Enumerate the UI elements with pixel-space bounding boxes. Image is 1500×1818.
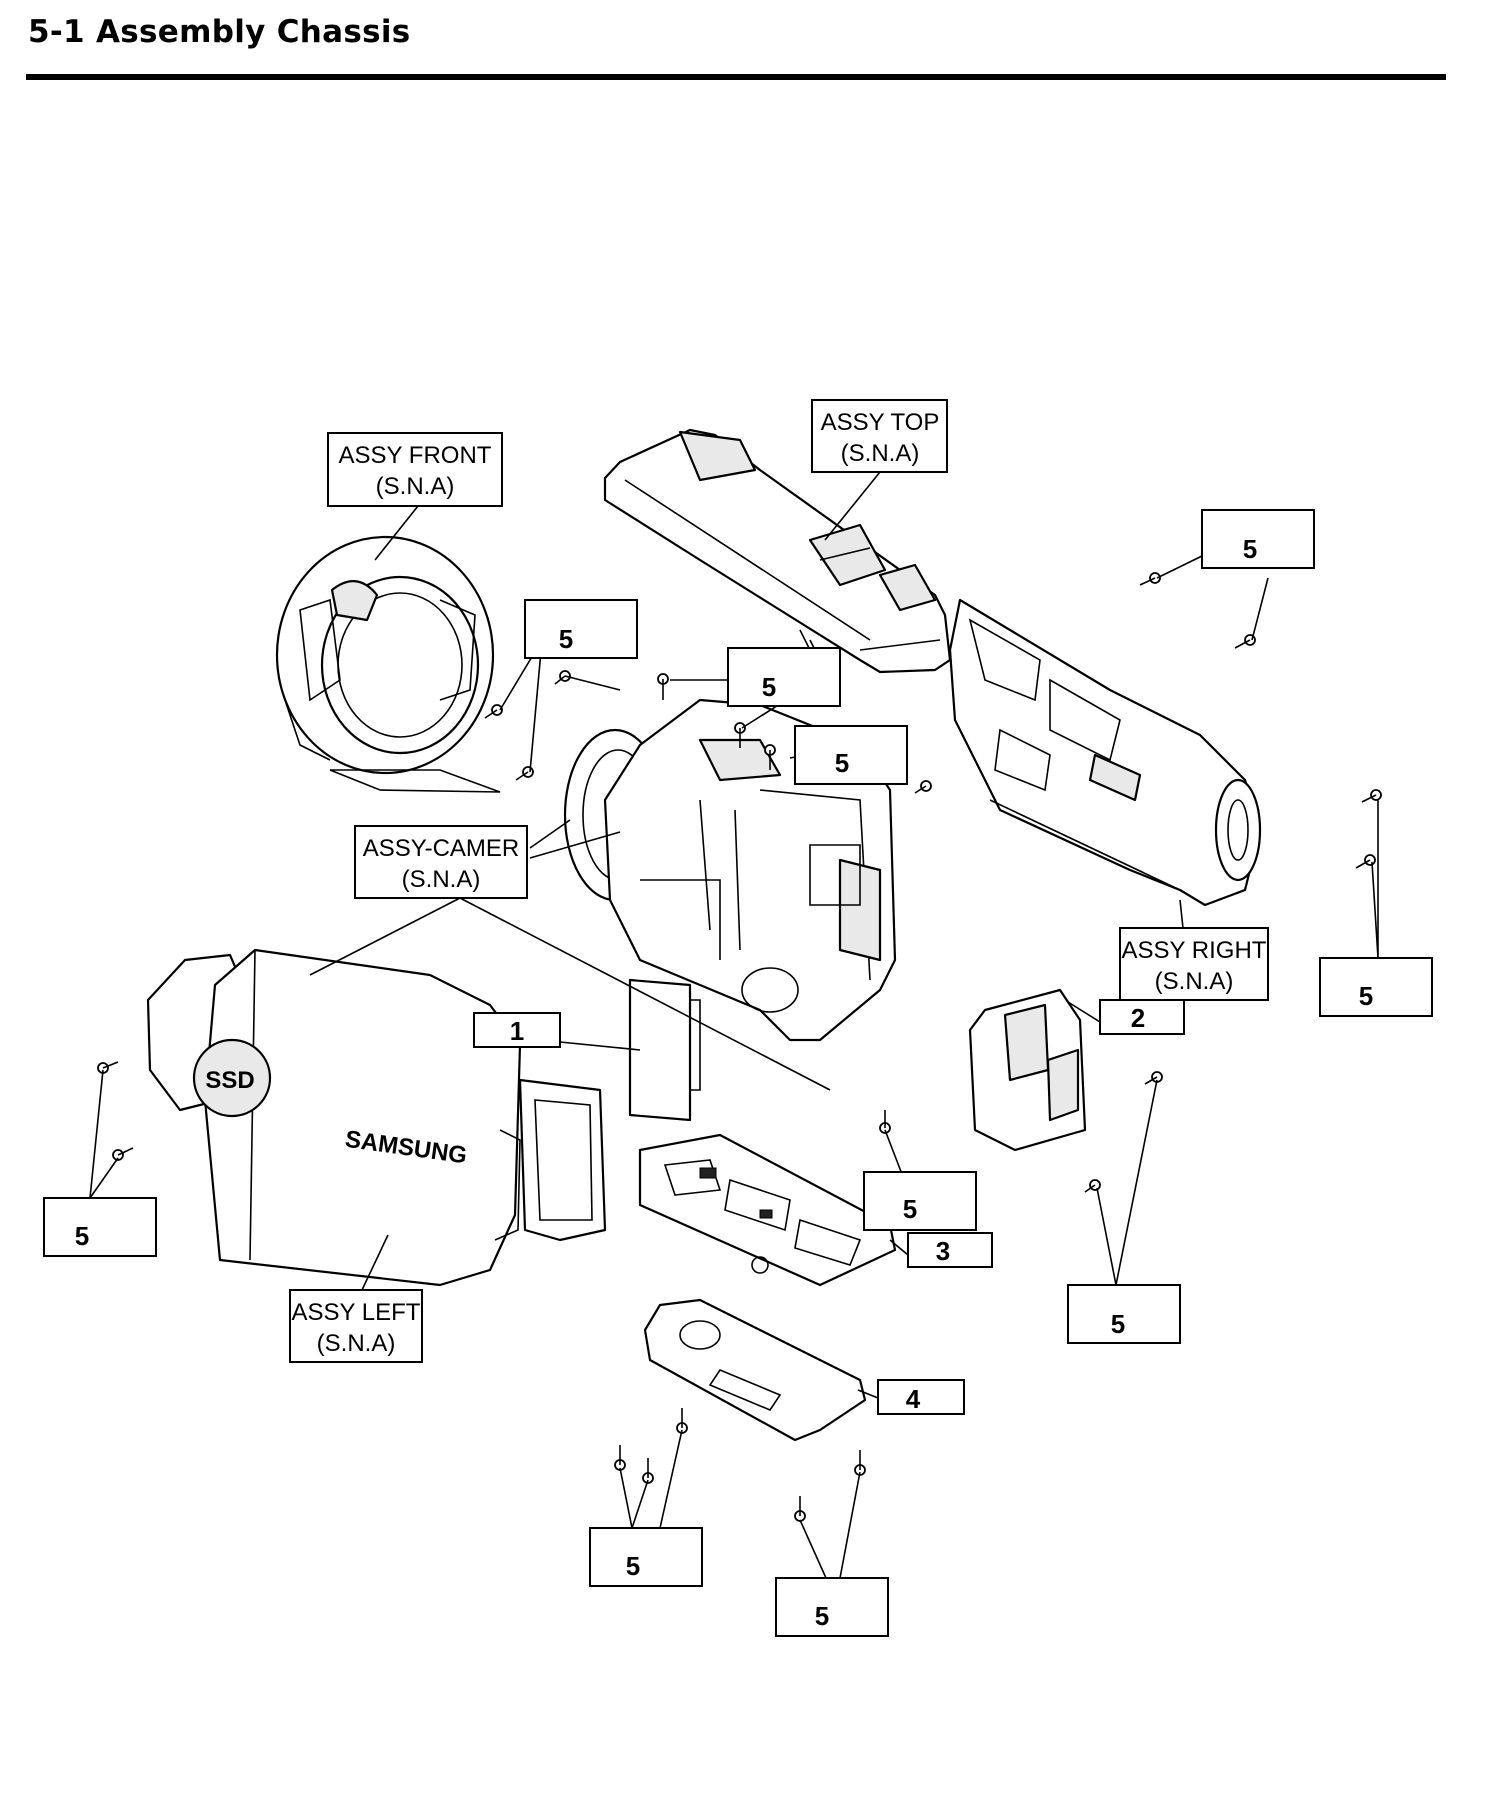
part-1-number: 1 [510, 1016, 524, 1046]
callout-screw-right: 5 [1319, 957, 1433, 1017]
assy-front-note: (S.N.A) [376, 473, 455, 500]
assy-front-name: ASSY FRONT [339, 442, 492, 469]
ssd-mark: SSD [205, 1067, 254, 1094]
callout-part-1: 1 [473, 1012, 561, 1048]
assy-camer-part [563, 698, 897, 1042]
page-title: 5-1 Assembly Chassis [28, 14, 411, 50]
callout-screw-top-center: 5 [524, 599, 638, 659]
callout-screw-center-1: 5 [727, 647, 841, 707]
callout-screw-left: 5 [43, 1197, 157, 1257]
callout-part-2: 2 [1099, 999, 1185, 1035]
leader-lines [89, 471, 1379, 1579]
assy-left-part: SSD SAMSUNG [146, 948, 607, 1287]
screw-number: 5 [903, 1194, 917, 1224]
part-4-bottom-plate [643, 1298, 867, 1442]
screw-number: 5 [75, 1221, 89, 1251]
screws [97, 572, 1382, 1522]
callout-screw-center-2: 5 [794, 725, 908, 785]
screw-number: 5 [762, 672, 776, 702]
title-underline [26, 74, 1446, 80]
callout-part-3: 3 [907, 1232, 993, 1268]
screw-number: 5 [1243, 534, 1257, 564]
assy-right-note: (S.N.A) [1155, 968, 1234, 995]
assy-top-note: (S.N.A) [841, 440, 920, 467]
callout-assy-right: ASSY RIGHT (S.N.A) [1119, 927, 1269, 1001]
assy-front-part [275, 535, 501, 793]
screw-number: 5 [815, 1601, 829, 1631]
assy-right-name: ASSY RIGHT [1122, 937, 1267, 964]
assy-camer-name: ASSY-CAMER [363, 835, 520, 862]
callout-part-4: 4 [877, 1379, 965, 1415]
callout-assy-camer: ASSY-CAMER (S.N.A) [354, 825, 528, 899]
callout-screw-top-right: 5 [1201, 509, 1315, 569]
assy-camer-note: (S.N.A) [402, 866, 481, 893]
callout-assy-top: ASSY TOP (S.N.A) [811, 399, 948, 473]
assy-right-part [948, 598, 1262, 907]
screw-number: 5 [1111, 1309, 1125, 1339]
callout-screw-bottom-right: 5 [775, 1577, 889, 1637]
assy-left-note: (S.N.A) [317, 1330, 396, 1357]
screw-number: 5 [626, 1551, 640, 1581]
part-2-bracket [968, 988, 1087, 1152]
part-3-main-board [638, 1133, 897, 1287]
callout-screw-center-bottom: 5 [863, 1171, 977, 1231]
part-1-flex [628, 978, 701, 1122]
screw-number: 5 [559, 624, 573, 654]
assy-left-name: ASSY LEFT [292, 1299, 421, 1326]
screw-number: 5 [835, 748, 849, 778]
assy-top-name: ASSY TOP [821, 409, 940, 436]
callout-assy-left: ASSY LEFT (S.N.A) [289, 1289, 423, 1363]
callout-screw-bottom-left: 5 [589, 1527, 703, 1587]
part-4-number: 4 [906, 1384, 921, 1414]
callout-screw-right-middle: 5 [1067, 1284, 1181, 1344]
part-3-number: 3 [936, 1236, 950, 1266]
part-2-number: 2 [1131, 1003, 1145, 1033]
assy-top-part [603, 428, 952, 674]
screw-number: 5 [1359, 981, 1373, 1011]
callout-assy-front: ASSY FRONT (S.N.A) [327, 432, 503, 507]
